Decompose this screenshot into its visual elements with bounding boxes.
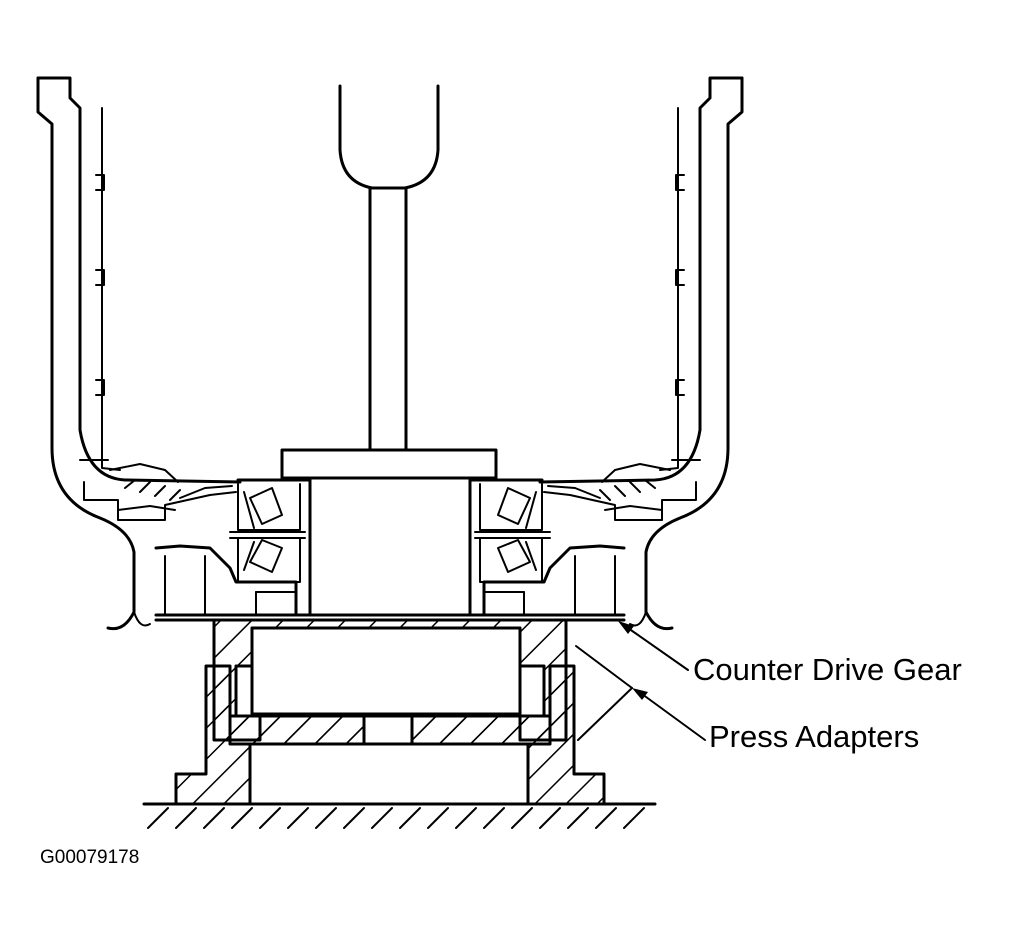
leader-counter-drive-gear — [618, 621, 689, 671]
press-adapters-label: Press Adapters — [709, 719, 920, 754]
press-adapters — [174, 618, 606, 806]
press-bench — [142, 802, 657, 829]
counter-drive-gear-label: Counter Drive Gear — [693, 652, 962, 687]
seal-assembly-left — [83, 463, 237, 521]
leader-press-adapters — [575, 645, 706, 741]
figure-code: G00079178 — [40, 847, 140, 868]
case-right-wall — [538, 76, 744, 631]
press-ram — [280, 84, 498, 480]
case-left-wall — [36, 76, 242, 631]
counter-drive-gear — [154, 476, 626, 622]
bearing-left — [229, 483, 306, 583]
seal-assembly-right — [543, 463, 697, 521]
bearing-right — [474, 483, 551, 583]
